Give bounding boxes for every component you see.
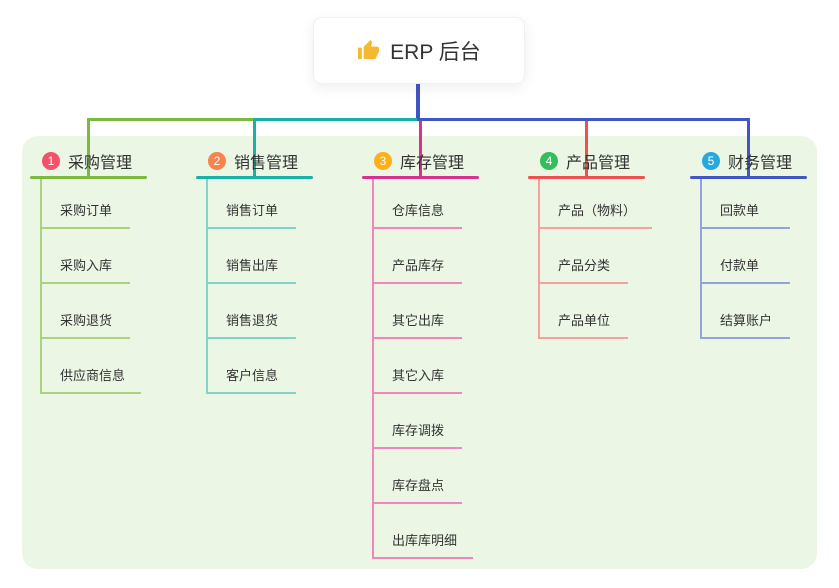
- child-label: 结算账户: [720, 313, 773, 328]
- branch-number-badge: 5: [702, 152, 720, 170]
- branch-children: 采购订单采购入库采购退货供应商信息: [40, 179, 142, 394]
- child-node[interactable]: 销售订单: [208, 179, 296, 229]
- child-node[interactable]: 产品分类: [540, 229, 628, 284]
- branch-number-badge: 2: [208, 152, 226, 170]
- child-label: 采购订单: [60, 203, 113, 218]
- child-label: 产品单位: [558, 313, 611, 328]
- branch-finance-management: 5 财务管理回款单付款单结算账户: [690, 146, 807, 339]
- child-label: 回款单: [720, 203, 760, 218]
- child-label: 销售退货: [226, 313, 279, 328]
- branch-inventory-management: 3 库存管理仓库信息产品库存其它出库其它入库库存调拨库存盘点出库库明细: [362, 146, 479, 559]
- child-label: 其它出库: [392, 313, 445, 328]
- child-node[interactable]: 回款单: [702, 179, 790, 229]
- branch-underline: [196, 176, 313, 179]
- child-label: 销售订单: [226, 203, 279, 218]
- branch-children: 产品（物料） 产品分类产品单位: [538, 179, 653, 339]
- child-label: 出库库明细: [392, 533, 458, 548]
- branches-panel: [22, 136, 817, 569]
- child-node[interactable]: 其它出库: [374, 284, 462, 339]
- branch-purchase-management: 1 采购管理采购订单采购入库采购退货供应商信息: [30, 146, 147, 394]
- child-label: 产品分类: [558, 258, 611, 273]
- child-node[interactable]: 采购订单: [42, 179, 130, 229]
- child-label: 采购退货: [60, 313, 113, 328]
- connector-bus-right: [417, 118, 750, 121]
- branch-sales-management: 2 销售管理销售订单销售出库销售退货客户信息: [196, 146, 313, 394]
- child-label: 库存调拨: [392, 423, 445, 438]
- branch-title[interactable]: 4 产品管理: [528, 146, 645, 176]
- child-label: 其它入库: [392, 368, 445, 383]
- child-label: 付款单: [720, 258, 760, 273]
- branch-children: 回款单付款单结算账户: [700, 179, 790, 339]
- branch-title[interactable]: 3 库存管理: [362, 146, 479, 176]
- child-node[interactable]: 采购入库: [42, 229, 130, 284]
- branch-underline: [30, 176, 147, 179]
- branch-product-management: 4 产品管理产品（物料） 产品分类产品单位: [528, 146, 653, 339]
- connector-drop-purchase-management: [87, 121, 90, 176]
- connector-drop-inventory-management: [419, 121, 422, 176]
- child-node[interactable]: 供应商信息: [42, 339, 142, 394]
- child-node[interactable]: 采购退货: [42, 284, 130, 339]
- child-label: 产品库存: [392, 258, 445, 273]
- connector-drop-product-management: [585, 121, 588, 176]
- child-label: 库存盘点: [392, 478, 445, 493]
- child-node[interactable]: 销售出库: [208, 229, 296, 284]
- branch-title-label: 库存管理: [400, 155, 465, 172]
- child-label: 产品（物料）: [558, 203, 637, 218]
- branch-underline: [690, 176, 807, 179]
- child-node[interactable]: 其它入库: [374, 339, 462, 394]
- child-node[interactable]: 仓库信息: [374, 179, 462, 229]
- child-node[interactable]: 产品（物料）: [540, 179, 653, 229]
- root-label: ERP 后台: [390, 40, 481, 64]
- branch-title-label: 财务管理: [728, 155, 793, 172]
- child-node[interactable]: 产品库存: [374, 229, 462, 284]
- branch-number-badge: 4: [540, 152, 558, 170]
- branch-title[interactable]: 5 财务管理: [690, 146, 807, 176]
- child-label: 供应商信息: [60, 368, 126, 383]
- branch-underline: [528, 176, 645, 179]
- branch-underline: [362, 176, 479, 179]
- branch-children: 销售订单销售出库销售退货客户信息: [206, 179, 296, 394]
- child-node[interactable]: 销售退货: [208, 284, 296, 339]
- connector-drop-finance-management: [747, 121, 750, 176]
- branch-title[interactable]: 2 销售管理: [196, 146, 313, 176]
- child-node[interactable]: 出库库明细: [374, 504, 474, 559]
- child-node[interactable]: 客户信息: [208, 339, 296, 394]
- branch-title-label: 采购管理: [68, 155, 133, 172]
- root-node[interactable]: ERP 后台: [313, 17, 525, 84]
- child-node[interactable]: 付款单: [702, 229, 790, 284]
- connector-root-line: [416, 82, 420, 121]
- branch-children: 仓库信息产品库存其它出库其它入库库存调拨库存盘点出库库明细: [372, 179, 474, 559]
- child-label: 采购入库: [60, 258, 113, 273]
- connector-drop-sales-management: [253, 121, 256, 176]
- branch-title[interactable]: 1 采购管理: [30, 146, 147, 176]
- branch-title-label: 销售管理: [234, 155, 299, 172]
- child-label: 客户信息: [226, 368, 279, 383]
- child-label: 仓库信息: [392, 203, 445, 218]
- thumbs-up-icon: [358, 39, 380, 60]
- connector-bus-middle: [253, 118, 419, 121]
- connector-bus-left: [87, 118, 256, 121]
- child-node[interactable]: 库存调拨: [374, 394, 462, 449]
- child-node[interactable]: 结算账户: [702, 284, 790, 339]
- child-node[interactable]: 产品单位: [540, 284, 628, 339]
- branch-number-badge: 3: [374, 152, 392, 170]
- child-node[interactable]: 库存盘点: [374, 449, 462, 504]
- child-label: 销售出库: [226, 258, 279, 273]
- branch-title-label: 产品管理: [566, 155, 631, 172]
- branch-number-badge: 1: [42, 152, 60, 170]
